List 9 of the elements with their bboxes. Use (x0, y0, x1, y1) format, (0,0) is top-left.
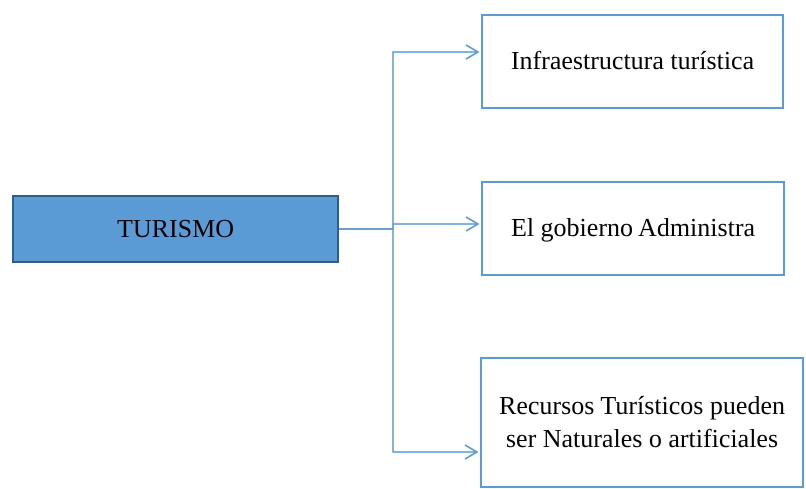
node-text: Infraestructura turística (510, 45, 754, 78)
node-text: Recursos Turísticos pueden ser Naturales o artificiales (498, 390, 786, 454)
connector-arrow (339, 228, 478, 460)
node-text: TURISMO (116, 212, 234, 245)
concept-box (481, 14, 784, 109)
concept-box (480, 357, 804, 488)
node-text: El gobierno Administra (510, 212, 756, 244)
topic-box (12, 195, 339, 263)
concept-box (481, 181, 785, 276)
